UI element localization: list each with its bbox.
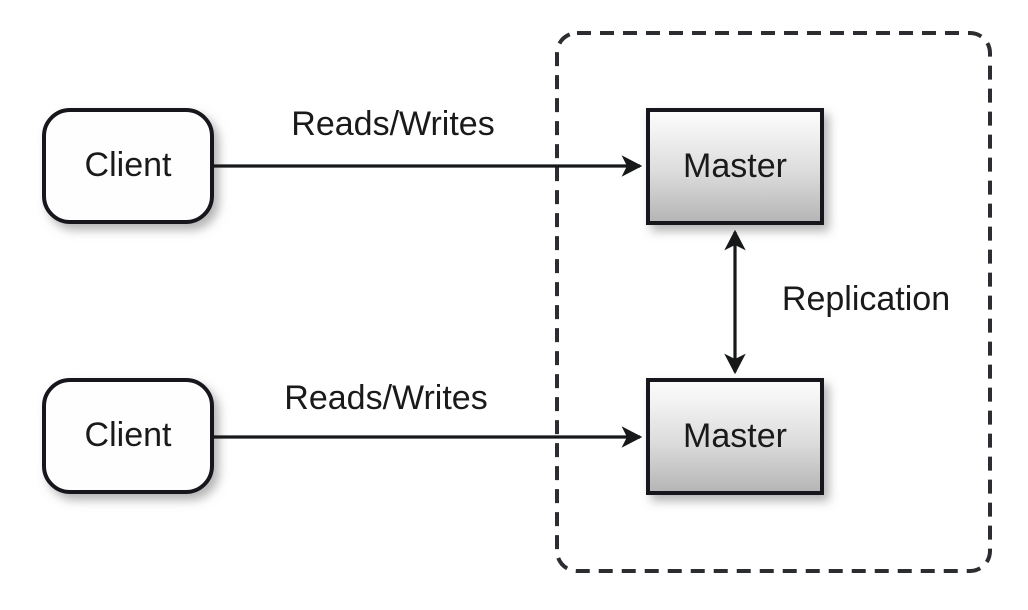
master-bottom-shape — [646, 378, 824, 495]
edge-reads-writes-top-label: Reads/Writes — [291, 105, 494, 143]
node-master-top[interactable] — [646, 108, 824, 225]
master-top-shape — [646, 108, 824, 225]
master-cluster-boundary — [555, 31, 992, 573]
client-top-label: Client — [85, 146, 172, 184]
client-bottom-label: Client — [85, 416, 172, 454]
node-master-bottom[interactable] — [646, 378, 824, 495]
edge-reads-writes-bottom-label: Reads/Writes — [284, 379, 487, 417]
master-top-label: Master — [683, 147, 787, 185]
master-bottom-label: Master — [683, 417, 787, 455]
edge-replication-label: Replication — [782, 280, 950, 318]
